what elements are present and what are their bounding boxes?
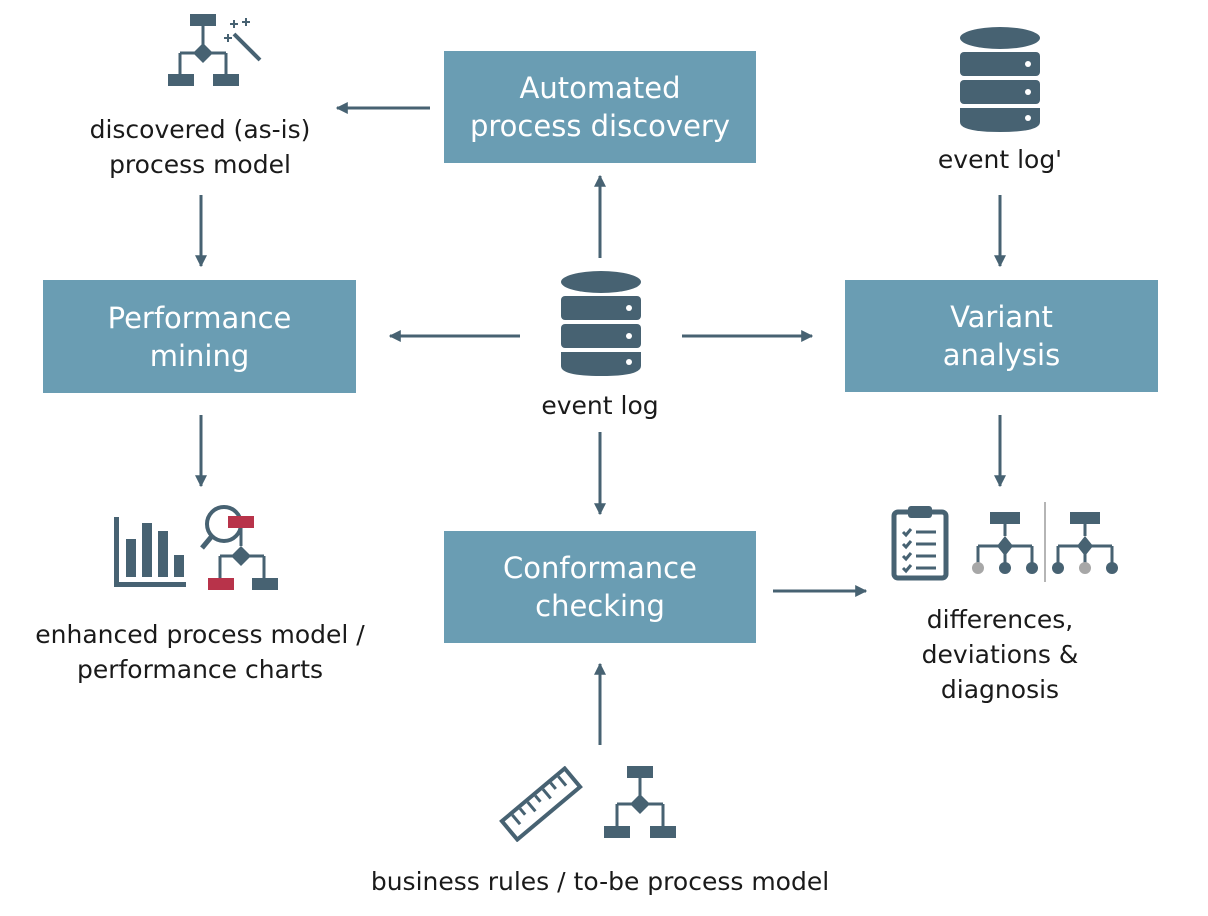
- event-log-label: event log: [541, 391, 659, 420]
- differences-label: differences, deviations & diagnosis: [921, 605, 1079, 704]
- ruler-icon: [499, 766, 583, 842]
- conformance-checking-box: Conformance checking: [444, 531, 756, 643]
- variant-analysis-box: Variant analysis: [845, 280, 1158, 392]
- magnifier-flowchart-icon: [200, 505, 278, 590]
- enhanced-model-label: enhanced process model / performance cha…: [35, 620, 365, 684]
- database-icon: [561, 271, 641, 376]
- process-variant-icon: [972, 502, 1118, 582]
- performance-mining-box: Performance mining: [43, 280, 356, 393]
- database-icon: [960, 27, 1040, 132]
- flowchart-icon: [604, 766, 676, 838]
- flowchart-magic-wand-icon: [168, 14, 262, 86]
- business-rules-label: business rules / to-be process model: [370, 867, 830, 896]
- bar-chart-icon: [114, 517, 186, 587]
- discovered-model-label: discovered (as-is) process model: [89, 115, 311, 179]
- event-log-prime-label: event log': [937, 145, 1063, 174]
- automated-process-discovery-box: Automated process discovery: [444, 51, 756, 163]
- checklist-icon: [891, 506, 949, 581]
